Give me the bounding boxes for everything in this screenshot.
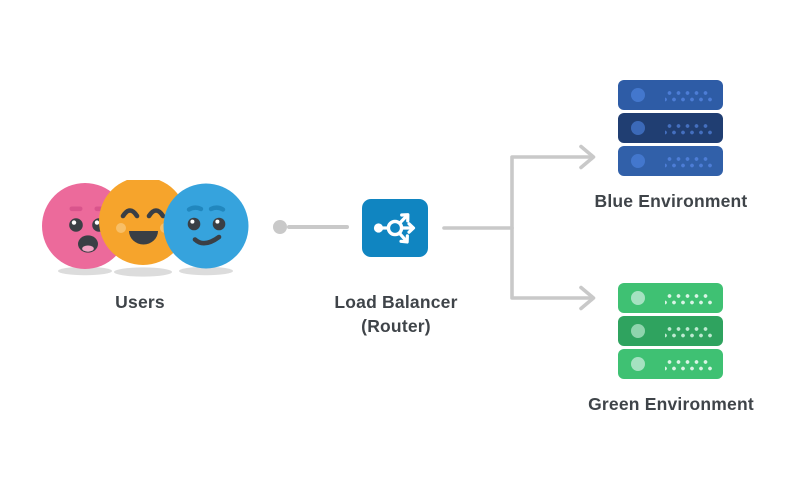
server-led-icon — [631, 291, 645, 305]
server-row — [618, 80, 723, 110]
load-balancer-label-line1: Load Balancer — [334, 292, 458, 312]
blue-environment-label: Blue Environment — [594, 191, 748, 211]
server-led-icon — [631, 121, 645, 135]
smirking-face-icon — [163, 183, 249, 269]
green-environment-label: Green Environment — [588, 394, 754, 414]
connector-users-to-lb — [287, 225, 349, 229]
connector-bracket — [510, 155, 594, 300]
server-led-icon — [631, 88, 645, 102]
connector-origin-dot — [273, 220, 287, 234]
server-led-icon — [631, 324, 645, 338]
user-faces-icon — [42, 180, 249, 277]
server-led-icon — [631, 154, 645, 168]
green-environment-server-stack-icon — [618, 283, 723, 382]
server-row — [618, 113, 723, 143]
server-vents-icon — [665, 121, 712, 135]
blue-environment-server-stack-icon — [618, 80, 723, 179]
server-led-icon — [631, 357, 645, 371]
users-label: Users — [115, 292, 165, 312]
server-vents-icon — [665, 154, 712, 168]
load-balancer-node — [362, 199, 428, 257]
server-row — [618, 349, 723, 379]
server-vents-icon — [665, 357, 712, 371]
server-row — [618, 316, 723, 346]
arrowhead-to-green-icon — [579, 285, 596, 311]
server-row — [618, 283, 723, 313]
share-arrows-icon — [373, 213, 416, 244]
load-balancer-label: Load Balancer (Router) — [306, 291, 486, 338]
server-vents-icon — [665, 324, 712, 338]
server-row — [618, 146, 723, 176]
server-vents-icon — [665, 88, 712, 102]
server-vents-icon — [665, 291, 712, 305]
load-balancer-label-line2: (Router) — [361, 315, 431, 336]
branch-arrows — [442, 144, 596, 311]
arrowhead-to-blue-icon — [579, 144, 596, 170]
